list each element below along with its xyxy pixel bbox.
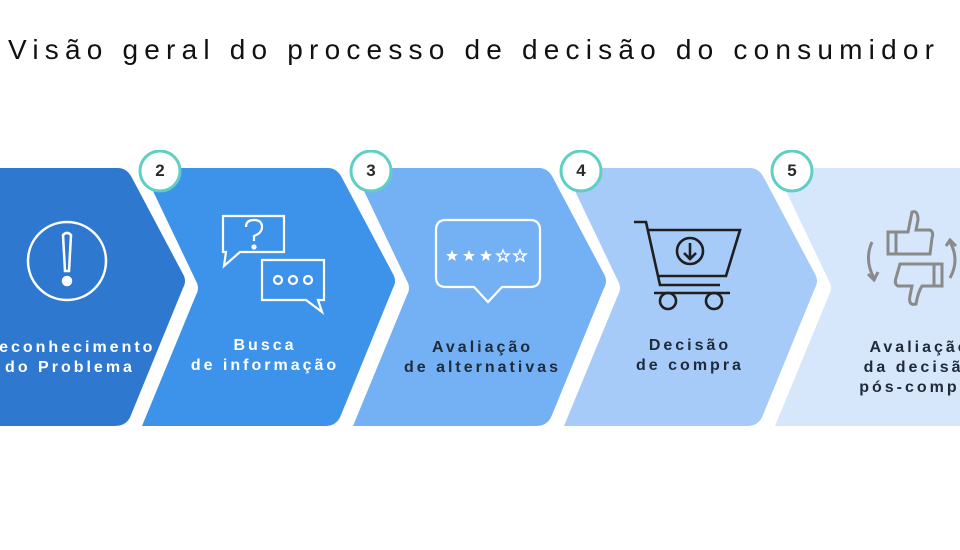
step-4 (564, 168, 817, 426)
step-badge-2 (138, 150, 182, 193)
step-1-arrow (0, 168, 185, 426)
shopping-cart-icon (634, 220, 742, 311)
step-2 (142, 168, 395, 426)
step-1-label-line-2: do Problema (5, 359, 135, 376)
step-4-label: Decisão de compra (585, 336, 795, 376)
step-5-label-line-3: pós-compra (859, 379, 960, 396)
step-5 (775, 168, 960, 426)
step-2-label-line-2: de informação (190, 357, 340, 374)
step-5-arrow (775, 168, 960, 426)
step-4-label-line-1: Decisão (648, 337, 732, 354)
step-2-label-line-1: Busca (233, 337, 297, 354)
step-1 (0, 168, 185, 426)
star-rating-bubble-icon (434, 218, 542, 304)
step-2-arrow (142, 168, 395, 426)
page-title: Visão geral do processo de decisão do co… (8, 34, 941, 65)
thumbs-cycle-icon (866, 210, 958, 306)
exclamation-circle-icon (26, 220, 108, 302)
step-badge-5 (770, 150, 814, 193)
step-5-label-line-2: da decisão (863, 359, 960, 376)
step-badge-3 (349, 150, 393, 193)
chat-bubbles-icon (221, 214, 326, 315)
step-number-2: 2 (155, 161, 165, 180)
process-flow: 2 3 4 5 Reconhecimento do Problema Busca… (0, 150, 960, 440)
step-number-4: 4 (576, 161, 586, 180)
step-5-label: Avaliação da decisão pós-compra (815, 338, 960, 398)
step-3 (353, 168, 606, 426)
step-3-label-line-1: Avaliação (431, 339, 534, 356)
step-5-label-line-1: Avaliação (869, 339, 960, 356)
step-3-label-line-2: de alternativas (403, 359, 562, 376)
step-number-5: 5 (787, 161, 797, 180)
step-1-label: Reconhecimento do Problema (0, 338, 180, 378)
step-1-label-line-1: Reconhecimento (0, 339, 156, 356)
step-4-label-line-2: de compra (636, 357, 744, 374)
step-badge-4 (559, 150, 603, 193)
step-number-3: 3 (366, 161, 376, 180)
step-3-arrow (353, 168, 606, 426)
step-3-label: Avaliação de alternativas (370, 338, 595, 378)
rating-stars (446, 248, 529, 263)
step-4-arrow (564, 168, 817, 426)
process-diagram (0, 150, 960, 426)
step-2-label: Busca de informação (160, 336, 370, 376)
